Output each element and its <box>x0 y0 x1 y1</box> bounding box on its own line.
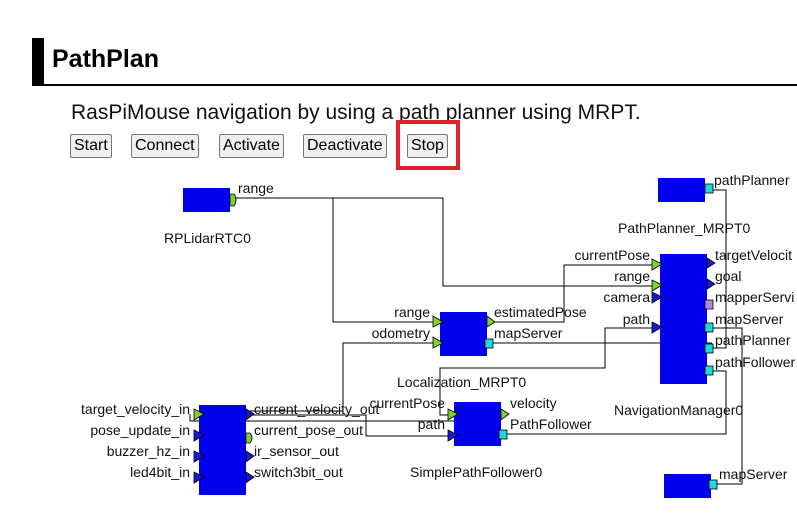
raspi-port-pose-update-in: pose_update_in <box>90 422 190 438</box>
loc-name: Localization_MRPT0 <box>397 374 526 390</box>
component-bodies <box>183 178 711 498</box>
follower-port-currentpose: currentPose <box>370 395 446 411</box>
pathplanner-port: pathPlanner <box>714 172 790 188</box>
component-follower[interactable] <box>454 402 501 446</box>
port-in-icon[interactable] <box>193 450 205 463</box>
port-out-icon[interactable] <box>500 408 510 421</box>
loc-port-mapserver: mapServer <box>494 325 563 341</box>
port-out-icon[interactable] <box>706 257 716 269</box>
link-odometry-feed <box>248 342 433 412</box>
nav-port-mapperservice: mapperServi <box>715 289 794 305</box>
port-service-icon[interactable] <box>498 429 508 440</box>
port-out-icon[interactable] <box>245 450 255 463</box>
nav-port-pathplanner: pathPlanner <box>715 332 791 348</box>
component-raspimouse[interactable] <box>199 405 246 495</box>
port-in-icon[interactable] <box>651 291 663 304</box>
loc-port-range: range <box>394 304 430 320</box>
component-rplidar[interactable] <box>183 188 230 212</box>
follower-port-path: path <box>418 416 445 432</box>
activate-button[interactable]: Activate <box>219 134 284 158</box>
link-nav-path-to-follower <box>439 327 655 416</box>
link-loc-pose-to-nav-pose <box>490 264 655 323</box>
port-service-icon[interactable] <box>704 343 714 354</box>
start-button[interactable]: Start <box>70 134 112 158</box>
loc-port-estimatedpose: estimatedPose <box>494 304 587 320</box>
component-pathplanner[interactable] <box>658 178 705 202</box>
port-in-icon[interactable] <box>193 408 205 421</box>
component-localization[interactable] <box>440 312 487 356</box>
link-follower-to-nav-pathfollower <box>493 370 727 435</box>
nav-name: NavigationManager0 <box>614 402 743 418</box>
nav-port-range: range <box>614 268 650 284</box>
stop-button[interactable]: Stop <box>407 134 448 158</box>
link-mapserver-to-nav <box>712 327 743 485</box>
connect-button[interactable]: Connect <box>131 134 199 158</box>
port-in-icon[interactable] <box>193 471 205 484</box>
port-in-icon[interactable] <box>193 429 205 442</box>
raspi-port-buzzer-hz-in: buzzer_hz_in <box>107 443 190 459</box>
page-title: PathPlan <box>52 45 159 73</box>
port-out-icon[interactable] <box>486 315 496 328</box>
follower-port-velocity: velocity <box>510 395 557 411</box>
nav-port-path: path <box>623 311 650 327</box>
component-mapserver[interactable] <box>664 474 711 498</box>
raspi-port-switch3bit-out: switch3bit_out <box>254 464 343 480</box>
nav-port-currentpose: currentPose <box>575 247 651 263</box>
link-lidar-range-to-loc-range <box>332 198 433 323</box>
page-description: RasPiMouse navigation by using a path pl… <box>71 101 641 124</box>
deactivate-button[interactable]: Deactivate <box>303 134 387 158</box>
nav-port-targetvelocity: targetVelocit <box>715 247 792 263</box>
port-in-icon[interactable] <box>432 315 444 328</box>
port-service-icon[interactable] <box>704 322 714 333</box>
port-service-icon[interactable] <box>484 338 494 349</box>
raspi-port-current-velocity-out: current_velocity_out <box>254 401 379 417</box>
mapserver-port: mapServer <box>719 466 788 482</box>
link-lidar-range-to-nav-range <box>236 197 655 287</box>
component-navigation[interactable] <box>660 254 707 384</box>
link-nav-pathplanner-to-planner <box>710 189 727 349</box>
nav-port-goal: goal <box>715 268 741 284</box>
loc-port-odometry: odometry <box>372 325 430 341</box>
port-out-icon[interactable] <box>245 471 255 484</box>
port-in-icon[interactable] <box>651 321 663 334</box>
raspi-port-ir-sensor-out: ir_sensor_out <box>254 443 339 459</box>
follower-port-pathfollower: PathFollower <box>510 416 592 432</box>
rplidar-port-range: range <box>238 180 274 196</box>
port-in-icon[interactable] <box>447 408 459 421</box>
ports <box>193 183 718 490</box>
nav-port-pathfollower: pathFollower <box>715 354 795 370</box>
port-in-icon[interactable] <box>651 279 663 292</box>
rplidar-name: RPLidarRTC0 <box>164 230 251 246</box>
stop-button-highlight <box>396 120 460 170</box>
heading-accent-bar <box>32 38 44 86</box>
port-out-icon[interactable] <box>245 408 255 421</box>
port-service-icon[interactable] <box>704 183 714 194</box>
port-in-icon[interactable] <box>432 336 444 349</box>
port-out-icon[interactable] <box>245 432 253 444</box>
port-in-icon[interactable] <box>651 258 663 271</box>
port-in-icon[interactable] <box>447 429 459 442</box>
port-service-icon[interactable] <box>708 479 718 490</box>
heading-underline <box>32 84 797 86</box>
nav-port-camera: camera <box>603 289 650 305</box>
port-service-icon[interactable] <box>704 299 714 310</box>
raspi-port-led4bit-in: led4bit_in <box>130 464 190 480</box>
pathplanner-name: PathPlanner_MRPT0 <box>618 220 751 236</box>
nav-port-mapserver: mapServer <box>715 311 784 327</box>
port-service-icon[interactable] <box>704 365 714 376</box>
port-out-icon[interactable] <box>706 278 716 290</box>
raspi-port-current-pose-out: current_pose_out <box>254 422 363 438</box>
port-out-icon[interactable] <box>229 193 237 207</box>
raspi-port-target-velocity-in: target_velocity_in <box>81 401 190 417</box>
follower-name: SimplePathFollower0 <box>410 464 542 480</box>
